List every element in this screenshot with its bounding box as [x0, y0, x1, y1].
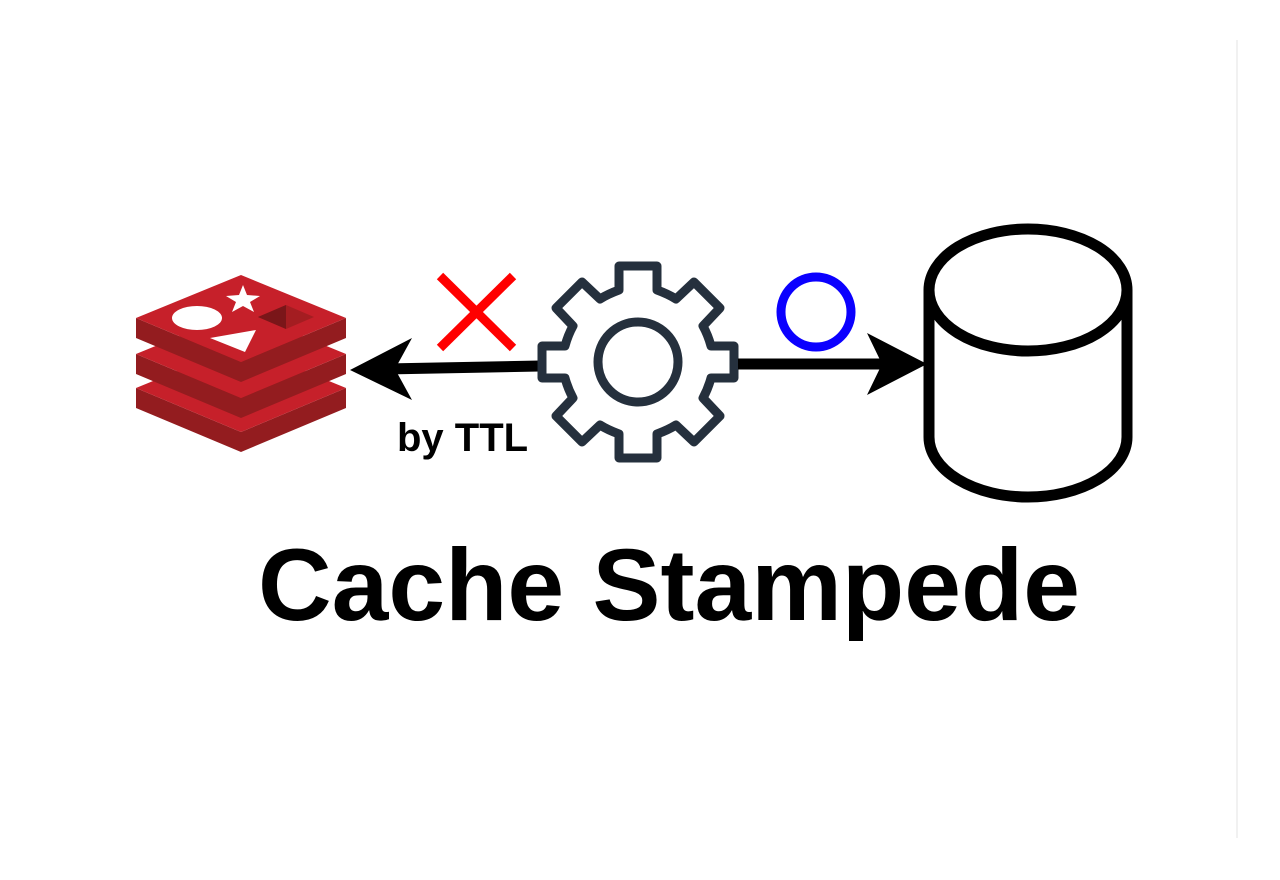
- circle-icon: [776, 272, 856, 352]
- arrow-to-cache: [350, 338, 541, 400]
- edge-label-ttl: by TTL: [397, 416, 529, 460]
- cross-icon: [436, 272, 517, 352]
- database-cylinder-icon: [923, 223, 1133, 503]
- edge-divider-line: [1236, 40, 1238, 838]
- arrow-to-database: [738, 333, 927, 395]
- diagram-title: Cache Stampede: [258, 528, 1080, 642]
- redis-logo-icon: [136, 275, 346, 452]
- gear-icon: [537, 261, 739, 463]
